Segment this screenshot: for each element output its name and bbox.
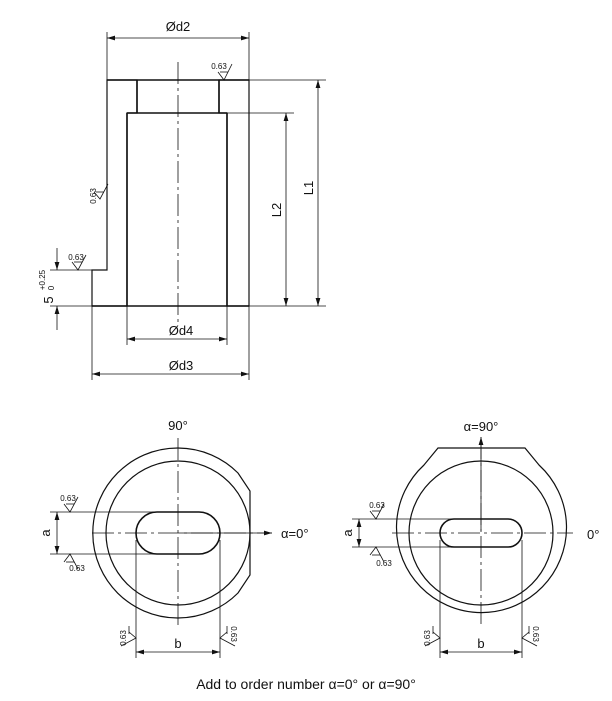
svg-text:0.63: 0.63 — [531, 626, 540, 642]
svg-text:0.63: 0.63 — [89, 188, 98, 204]
roughness-symbol-lower: 0.63 — [63, 553, 85, 573]
dim-b-label: b — [477, 636, 484, 651]
angle-right-label: 0° — [587, 527, 599, 542]
svg-text:0.63: 0.63 — [119, 630, 128, 646]
dim-d2-label: Ød2 — [166, 19, 191, 34]
angle-top-label: α=90° — [464, 419, 499, 434]
svg-text:0.63: 0.63 — [68, 253, 84, 262]
end-view-alpha-90: α=90° 0° a b 0.63 0.63 0.63 — [340, 419, 599, 658]
svg-text:0.63: 0.63 — [229, 626, 238, 642]
section-view: Ød2 L1 L2 Ød4 Ød3 5 +0.25 0 0.63 — [38, 19, 326, 380]
roughness-symbol-b-left: 0.63 — [423, 626, 441, 647]
order-note-caption: Add to order number α=0° or α=90° — [196, 676, 416, 692]
end-view-alpha-0: 90° α=0° a b 0.63 0.63 0.63 — [38, 418, 309, 658]
roughness-symbol-step: 0.63 — [68, 253, 87, 271]
roughness-symbol-lower: 0.63 — [369, 546, 392, 568]
svg-text:0.63: 0.63 — [369, 501, 385, 510]
dim-step-label: 5 — [41, 296, 56, 303]
roughness-symbol-upper: 0.63 — [60, 494, 79, 513]
dim-a-label: a — [340, 529, 355, 537]
right-wall-hatch — [218, 79, 250, 307]
roughness-symbol-top: 0.63 — [211, 62, 233, 81]
angle-right-label: α=0° — [281, 526, 309, 541]
roughness-symbol-left: 0.63 — [89, 183, 109, 204]
svg-text:0.63: 0.63 — [60, 494, 76, 503]
roughness-symbol-upper: 0.63 — [369, 501, 385, 520]
svg-text:0.63: 0.63 — [376, 559, 392, 568]
svg-text:0.63: 0.63 — [423, 630, 432, 646]
dim-a-label: a — [38, 529, 53, 537]
left-wall-hatch — [91, 79, 138, 307]
svg-text:0.63: 0.63 — [211, 62, 227, 71]
roughness-symbol-b-right: 0.63 — [521, 626, 540, 647]
roughness-symbol-b-right: 0.63 — [219, 626, 238, 647]
svg-text:0.63: 0.63 — [69, 564, 85, 573]
dim-d4-label: Ød4 — [169, 323, 194, 338]
roughness-symbol-b-left: 0.63 — [119, 626, 137, 647]
dim-L2-label: L2 — [269, 203, 284, 217]
dim-L1-label: L1 — [301, 181, 316, 195]
tol-lower-label: 0 — [47, 285, 56, 290]
angle-top-label: 90° — [168, 418, 188, 433]
dim-b-label: b — [174, 636, 181, 651]
dim-d3-label: Ød3 — [169, 358, 194, 373]
tol-upper-label: +0.25 — [38, 269, 47, 290]
